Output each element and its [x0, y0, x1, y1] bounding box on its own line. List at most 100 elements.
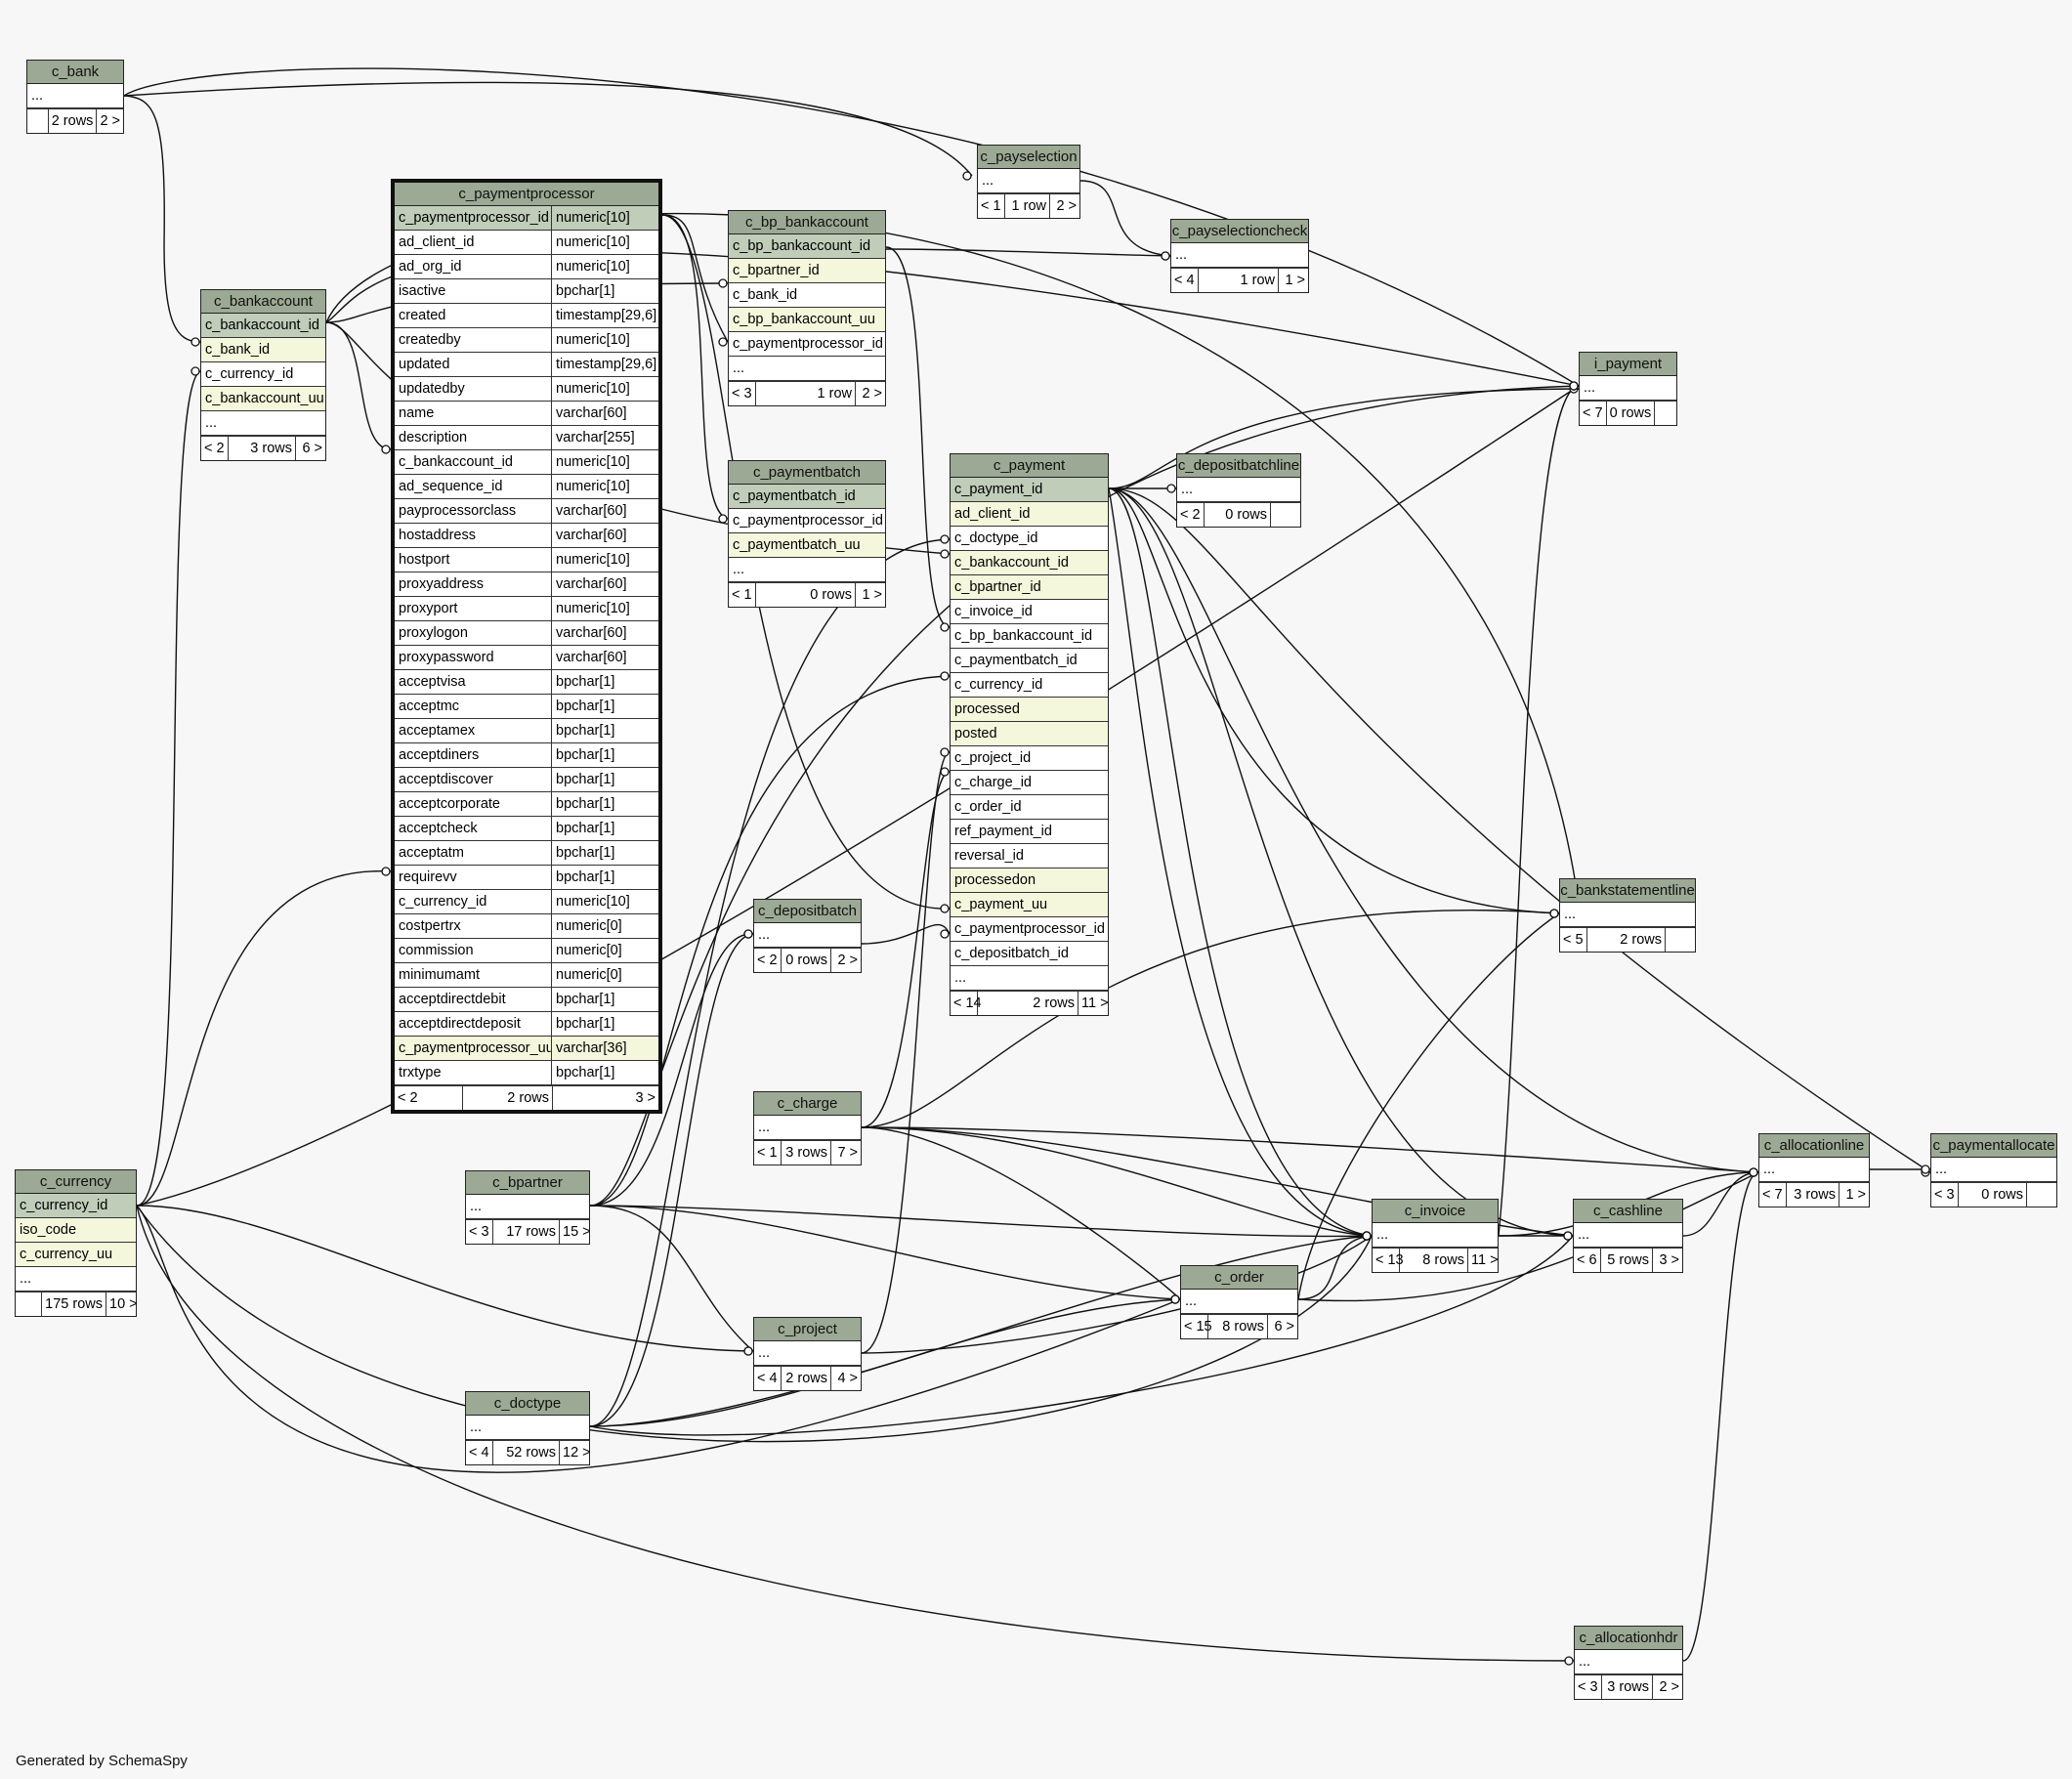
table-header[interactable]: c_bankstatementline — [1560, 879, 1695, 903]
column-row[interactable]: processedon — [951, 868, 1108, 893]
column-row[interactable]: ... — [1931, 1158, 2056, 1182]
parents-link[interactable]: < 6 — [1574, 1249, 1601, 1272]
children-link[interactable]: 3 > — [1659, 1252, 1679, 1268]
children-link[interactable]: 2 > — [100, 113, 120, 129]
table-header[interactable]: c_order — [1181, 1266, 1297, 1290]
parents-link[interactable]: < 2 — [201, 437, 229, 460]
children-link[interactable]: 2 > — [837, 953, 858, 968]
column-row[interactable]: c_bankaccount_id — [951, 551, 1108, 575]
table-header[interactable]: c_bankaccount — [201, 290, 325, 314]
column-row[interactable]: ... — [1181, 1290, 1297, 1314]
table-header[interactable]: i_payment — [1580, 353, 1676, 376]
table-header[interactable]: c_doctype — [466, 1392, 589, 1416]
column-row[interactable]: c_order_id — [951, 795, 1108, 820]
table-header[interactable]: c_depositbatchline — [1177, 454, 1300, 478]
column-row[interactable]: c_paymentbatch_uu — [729, 533, 885, 558]
column-row[interactable]: ... — [978, 169, 1079, 193]
parents-link[interactable]: < 15 — [1181, 1315, 1212, 1338]
column-row[interactable]: ... — [754, 923, 861, 948]
parents-link[interactable]: < 3 — [729, 382, 756, 405]
column-row[interactable]: c_paymentbatch_id — [729, 485, 885, 509]
children-link[interactable]: 11 > — [1081, 995, 1109, 1011]
children-link[interactable] — [1655, 402, 1676, 425]
column-row[interactable]: c_bp_bankaccount_id — [729, 234, 885, 259]
parents-link[interactable]: < 5 — [1560, 928, 1587, 952]
children-link[interactable]: 1 > — [1285, 273, 1305, 288]
parents-link[interactable] — [16, 1292, 43, 1316]
column-row[interactable]: c_depositbatch_id — [951, 942, 1108, 966]
children-link[interactable]: 11 > — [1471, 1252, 1499, 1268]
parents-link[interactable]: < 1 — [978, 194, 1005, 218]
table-header[interactable]: c_paymentallocate — [1931, 1134, 2056, 1158]
column-row[interactable]: ... — [466, 1416, 589, 1440]
column-row[interactable]: c_bankaccount_id — [201, 314, 325, 338]
column-row[interactable]: ref_payment_id — [951, 820, 1108, 844]
column-row[interactable]: ... — [1575, 1650, 1682, 1674]
parents-link[interactable]: < 4 — [754, 1367, 782, 1390]
column-row[interactable]: ... — [27, 84, 123, 108]
children-link[interactable]: 4 > — [837, 1371, 858, 1386]
column-row[interactable]: ... — [16, 1267, 136, 1292]
table-header[interactable]: c_allocationhdr — [1575, 1627, 1682, 1650]
column-row[interactable]: ... — [1171, 243, 1308, 268]
children-link[interactable]: 12 > — [563, 1445, 591, 1461]
column-row[interactable]: ... — [1759, 1158, 1869, 1182]
column-row[interactable]: c_payment_id — [951, 478, 1108, 502]
table-header[interactable]: c_payselection — [978, 146, 1079, 169]
parents-link[interactable]: < 3 — [1931, 1183, 1959, 1207]
column-row[interactable]: c_bpartner_id — [951, 575, 1108, 600]
table-header[interactable]: c_currency — [16, 1170, 136, 1194]
column-row[interactable]: ... — [466, 1195, 589, 1219]
children-link[interactable]: 6 > — [302, 441, 322, 456]
column-row[interactable]: c_payment_uu — [951, 893, 1108, 917]
column-row[interactable]: posted — [951, 722, 1108, 746]
parents-link[interactable]: < 13 — [1373, 1249, 1404, 1272]
column-row[interactable]: c_invoice_id — [951, 600, 1108, 624]
parents-link[interactable]: < 14 — [951, 992, 982, 1015]
children-link[interactable]: 6 > — [1274, 1319, 1294, 1334]
column-row[interactable]: reversal_id — [951, 844, 1108, 868]
column-row[interactable]: c_paymentprocessor_id — [729, 332, 885, 357]
column-row[interactable]: ... — [729, 357, 885, 381]
children-link[interactable]: 10 > — [109, 1296, 138, 1312]
column-row[interactable]: processed — [951, 698, 1108, 722]
table-header[interactable]: c_payselectioncheck — [1171, 220, 1308, 243]
parents-link[interactable]: < 1 — [729, 583, 756, 607]
column-row[interactable]: c_bank_id — [729, 283, 885, 308]
children-link[interactable]: 2 > — [1056, 198, 1077, 214]
column-row[interactable]: ... — [1574, 1223, 1682, 1248]
column-row[interactable]: c_currency_id — [951, 673, 1108, 698]
parents-link[interactable]: < 2 — [395, 1086, 463, 1110]
column-row[interactable]: c_currency_uu — [16, 1243, 136, 1267]
column-row[interactable]: c_paymentbatch_id — [951, 649, 1108, 673]
